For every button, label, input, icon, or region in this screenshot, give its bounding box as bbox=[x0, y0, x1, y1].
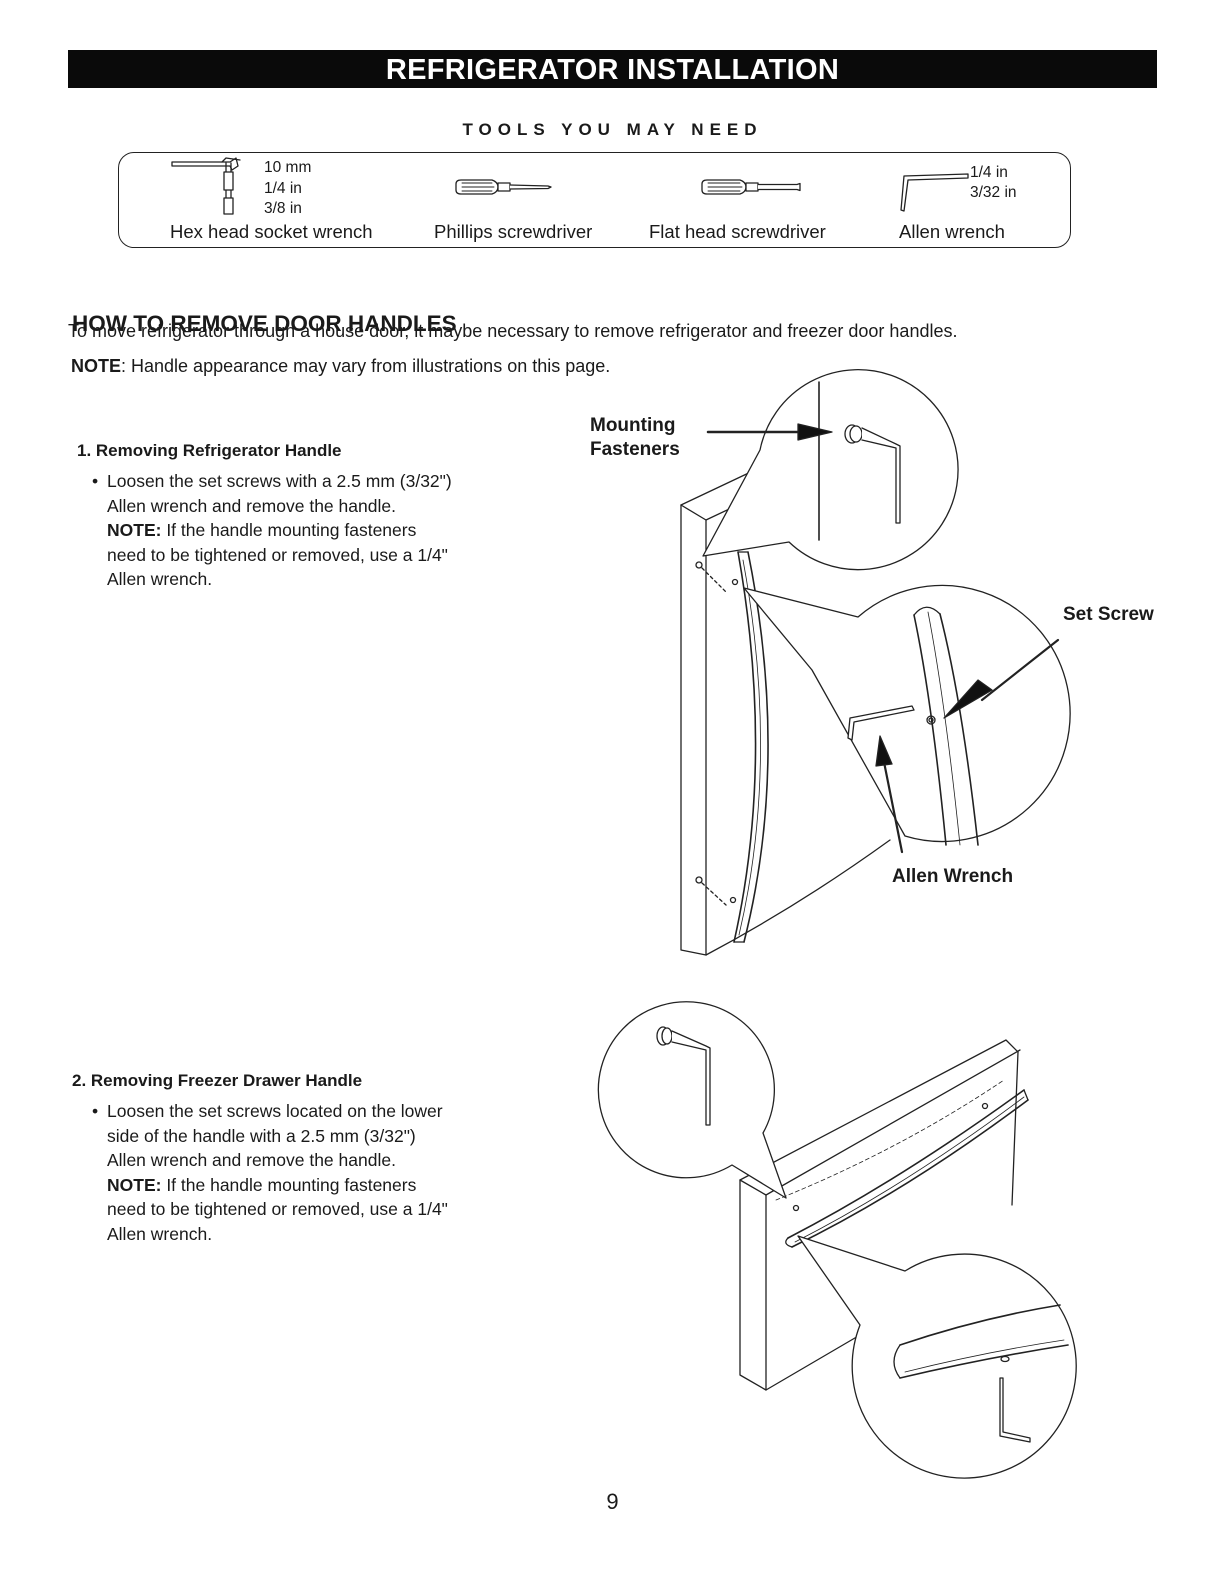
intro-note: NOTE: Handle appearance may vary from il… bbox=[71, 354, 610, 379]
socket-size-1-4in: 1/4 in bbox=[264, 180, 302, 197]
step-2-title: 2. Removing Freezer Drawer Handle bbox=[72, 1071, 363, 1090]
tools-box bbox=[118, 152, 1071, 248]
step-2-line-1: Loosen the set screws located on the low… bbox=[107, 1101, 443, 1121]
callout-mounting-line-1: Mounting bbox=[590, 415, 676, 436]
tool-label-phillips-screwdriver: Phillips screwdriver bbox=[434, 221, 593, 242]
allen-size-3-32in: 3/32 in bbox=[970, 184, 1017, 201]
phillips-screwdriver-icon bbox=[455, 179, 552, 195]
freezer-set-screw-detail-circle bbox=[797, 1235, 1077, 1479]
set-screw-detail-circle bbox=[743, 584, 1071, 854]
step-1-note-label: NOTE: bbox=[107, 520, 162, 540]
tool-label-flat-head-screwdriver: Flat head screwdriver bbox=[649, 221, 826, 242]
allen-size-1-4in: 1/4 in bbox=[970, 164, 1008, 181]
socket-size-10mm: 10 mm bbox=[264, 159, 312, 176]
callout-mounting-line-2: Fasteners bbox=[590, 439, 680, 460]
step-2-bullet: • bbox=[92, 1101, 99, 1121]
section-title: HOW TO REMOVE DOOR HANDLES bbox=[72, 311, 457, 336]
freezer-fastener-detail-circle bbox=[597, 1001, 787, 1199]
page-title: REFRIGERATOR INSTALLATION bbox=[385, 54, 840, 86]
step-1-bullet: • bbox=[92, 471, 99, 491]
callout-mounting-fasteners: Mounting Fasteners bbox=[590, 414, 680, 462]
tool-label-hex-socket-wrench: Hex head socket wrench bbox=[170, 221, 373, 242]
step-1-note-line-2: need to be tightened or removed, use a 1… bbox=[107, 544, 448, 565]
mounting-fastener-detail-circle bbox=[702, 369, 959, 571]
step-1-line-2: Allen wrench and remove the handle. bbox=[107, 495, 396, 516]
step-1-title: 1. Removing Refrigerator Handle bbox=[77, 441, 342, 460]
allen-wrench-icon bbox=[900, 173, 969, 212]
step-1-note-line-1: If the handle mounting fasteners bbox=[161, 520, 417, 540]
hex-socket-wrench-icon bbox=[171, 157, 241, 215]
callout-allen-wrench: Allen Wrench bbox=[892, 866, 1014, 887]
step-2-note-label: NOTE: bbox=[107, 1174, 162, 1195]
socket-size-3-8in: 3/8 in bbox=[264, 200, 302, 217]
step-2-body: • Loosen the set screws located on the l… bbox=[92, 1099, 512, 1246]
step-2-note-line-1: If the handle mounting fasteners bbox=[161, 1174, 417, 1195]
intro-note-label: NOTE bbox=[71, 356, 122, 376]
flat-head-screwdriver-icon bbox=[701, 179, 801, 195]
tool-label-allen-wrench: Allen wrench bbox=[899, 221, 1005, 242]
page-number: 9 bbox=[606, 1489, 619, 1514]
callout-set-screw: Set Screw bbox=[1063, 604, 1154, 625]
freezer-drawer-illustration bbox=[739, 1039, 1029, 1391]
refrigerator-door-illustration bbox=[680, 469, 891, 956]
step-2-line-3: Allen wrench and remove the handle. bbox=[107, 1150, 396, 1170]
intro-text: To move refrigerator through a house doo… bbox=[68, 321, 958, 341]
step-1-line-1: Loosen the set screws with a 2.5 mm (3/3… bbox=[107, 471, 452, 491]
step-2-note-line-3: Allen wrench. bbox=[107, 1223, 213, 1244]
step-2-line-2: side of the handle with a 2.5 mm (3/32") bbox=[107, 1125, 416, 1146]
intro-note-text: : Handle appearance may vary from illust… bbox=[121, 356, 611, 376]
tools-heading: TOOLS YOU MAY NEED bbox=[462, 120, 763, 139]
page-title-bar: REFRIGERATOR INSTALLATION bbox=[68, 50, 1157, 88]
step-2-note-line-2: need to be tightened or removed, use a 1… bbox=[107, 1199, 448, 1219]
step-1-note-line-3: Allen wrench. bbox=[107, 569, 213, 589]
step-1-body: • Loosen the set screws with a 2.5 mm (3… bbox=[92, 469, 512, 592]
